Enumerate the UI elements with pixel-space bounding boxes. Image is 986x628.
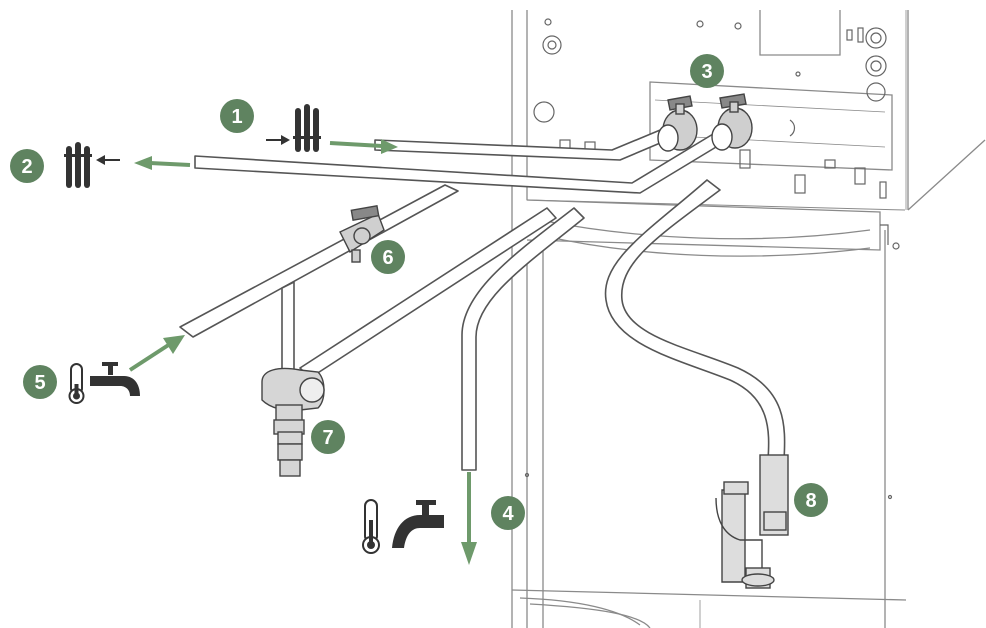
flow-arrow-5: [128, 342, 172, 372]
small-arrows: [96, 135, 290, 165]
callout-8: 8: [794, 483, 828, 517]
radiator-icon: [293, 104, 321, 152]
callout-6: 6: [371, 240, 405, 274]
callout-badges: 1 2 3 4 5 6 7 8: [10, 54, 828, 530]
valve-6: [339, 205, 385, 263]
cold-water-tap-icon: [68, 362, 140, 404]
callout-8-label: 8: [805, 490, 816, 512]
pipework: [179, 127, 786, 471]
radiator-icon: [64, 142, 92, 188]
condensate-siphon-8: [715, 454, 789, 589]
flow-arrow-1-head: [381, 139, 398, 154]
hot-water-tap-icon: [362, 499, 444, 554]
valve-3-pair: [657, 93, 753, 152]
callout-1: 1: [220, 99, 254, 133]
callout-4-label: 4: [502, 503, 514, 525]
callout-4: 4: [491, 496, 525, 530]
callout-3: 3: [690, 54, 724, 88]
callout-5-label: 5: [34, 372, 45, 394]
callout-7-label: 7: [322, 427, 333, 449]
flow-arrow-1: [329, 141, 384, 148]
safety-valve-group-7: [261, 367, 325, 477]
flow-arrow-5-head: [163, 335, 185, 354]
callout-2: 2: [10, 149, 44, 183]
boiler-unit: [511, 10, 986, 628]
callout-1-label: 1: [231, 106, 242, 128]
flow-arrows: [128, 139, 477, 565]
callout-6-label: 6: [382, 247, 393, 269]
flow-arrow-2-head: [134, 156, 152, 170]
callout-3-label: 3: [701, 61, 712, 83]
flow-arrow-2: [149, 161, 191, 167]
flow-arrow-4-head: [461, 542, 477, 565]
callout-5: 5: [23, 365, 57, 399]
callout-2-label: 2: [21, 156, 32, 178]
unit-fittings: [524, 18, 900, 500]
callout-7: 7: [311, 420, 345, 454]
